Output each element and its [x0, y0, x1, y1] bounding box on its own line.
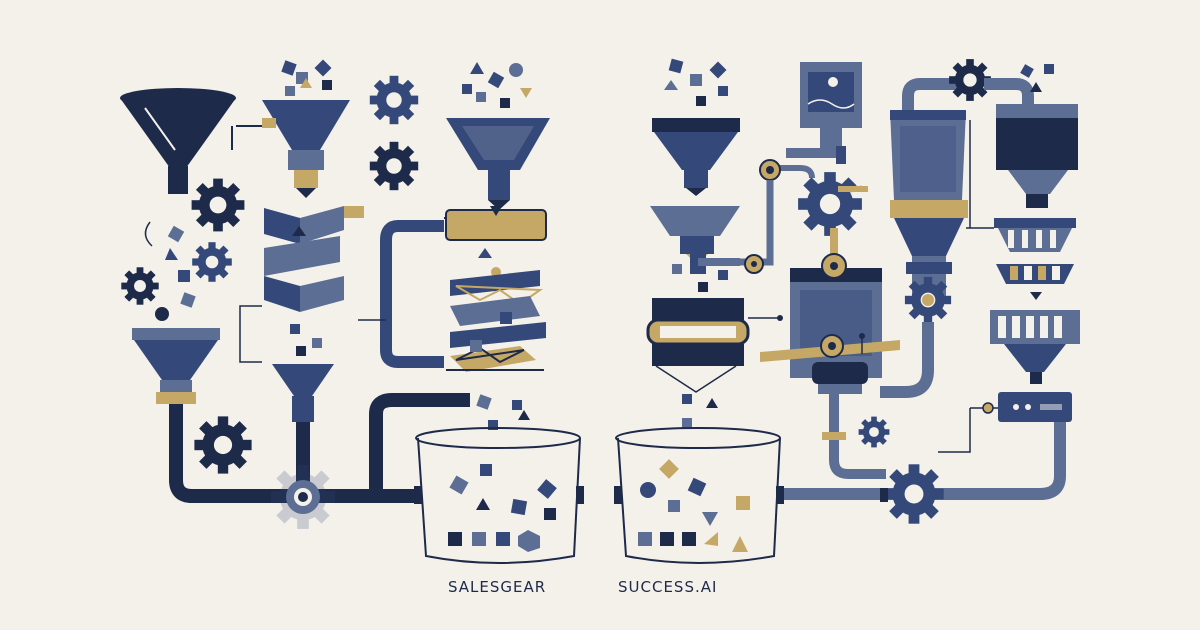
gear-icon — [369, 141, 419, 191]
machine-icon — [800, 62, 862, 148]
valve-icon — [271, 465, 335, 529]
falling-shapes — [462, 62, 532, 108]
pipe-icon — [770, 165, 815, 179]
gear-icon — [884, 464, 944, 524]
filter-icon — [994, 218, 1076, 252]
bucket-icon — [414, 427, 584, 564]
gear-icon — [369, 75, 419, 125]
falling-shapes — [672, 264, 728, 292]
funnel-icon — [996, 104, 1078, 208]
gear-icon — [858, 416, 890, 448]
pipe-icon — [829, 392, 886, 479]
pipe-icon — [880, 322, 934, 398]
machine-icon — [444, 206, 547, 241]
funnel-icon — [132, 328, 220, 404]
pipe-icon — [902, 78, 960, 110]
filter-icon — [990, 310, 1080, 384]
gear-icon — [192, 242, 232, 282]
sorting-trays — [446, 270, 546, 372]
funnel-icon — [120, 88, 236, 194]
zigzag-conveyor — [264, 206, 364, 312]
gear-icon — [191, 178, 245, 232]
machine-icon — [646, 298, 750, 366]
scattered-shapes — [144, 221, 196, 321]
machine-icon — [890, 110, 968, 302]
funnel-icon — [446, 118, 550, 210]
control-panel — [998, 392, 1072, 422]
gear-icon — [194, 416, 252, 474]
falling-shapes — [1020, 64, 1054, 92]
machine-icon — [790, 228, 882, 394]
funnel-icon — [272, 364, 334, 422]
falling-shapes — [281, 59, 332, 96]
falling-shapes — [478, 248, 501, 277]
funnel-icon — [262, 100, 350, 198]
pipe-icon — [380, 220, 444, 368]
successai-label: SUCCESS.AI — [618, 578, 718, 596]
pipe-icon — [984, 78, 1034, 112]
lever-icon — [760, 334, 900, 362]
gear-icon — [121, 267, 159, 305]
pipe-icon — [1039, 420, 1066, 500]
falling-shapes — [682, 394, 718, 428]
filter-icon — [996, 264, 1074, 284]
gear-icon — [798, 172, 862, 236]
falling-shapes — [476, 394, 530, 430]
machine-icon — [786, 146, 846, 164]
funnel-icon — [652, 118, 740, 196]
bucket-icon — [614, 427, 784, 564]
falling-shapes — [664, 58, 728, 106]
salesgear-label: SALESGEAR — [448, 578, 547, 596]
falling-shapes — [290, 324, 322, 356]
